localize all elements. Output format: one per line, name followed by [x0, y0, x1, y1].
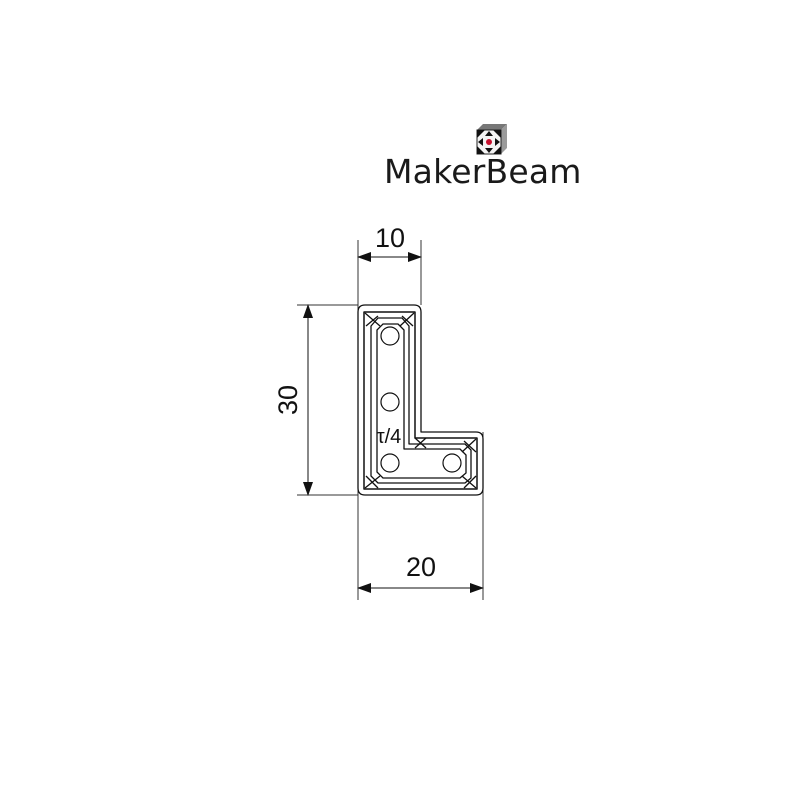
bracket-profile — [357, 304, 484, 496]
dimension-bottom-width: 20 — [357, 552, 484, 593]
extension-lines — [297, 240, 484, 600]
dimension-label-top: 10 — [375, 223, 405, 253]
part-label: τ/4 — [377, 426, 402, 448]
hole-1 — [380, 326, 400, 346]
hole-2 — [380, 392, 400, 412]
makerbeam-cube-logo-icon — [476, 124, 507, 155]
hole-4 — [442, 453, 462, 473]
brand-name: MakerBeam — [384, 152, 582, 191]
hole-3 — [380, 453, 400, 473]
dimension-top-width: 10 — [357, 223, 422, 262]
mounting-holes — [380, 326, 462, 473]
dimension-left-height: 30 — [273, 304, 313, 496]
dimension-label-bottom: 20 — [406, 552, 436, 582]
dimension-label-left: 30 — [273, 385, 303, 415]
